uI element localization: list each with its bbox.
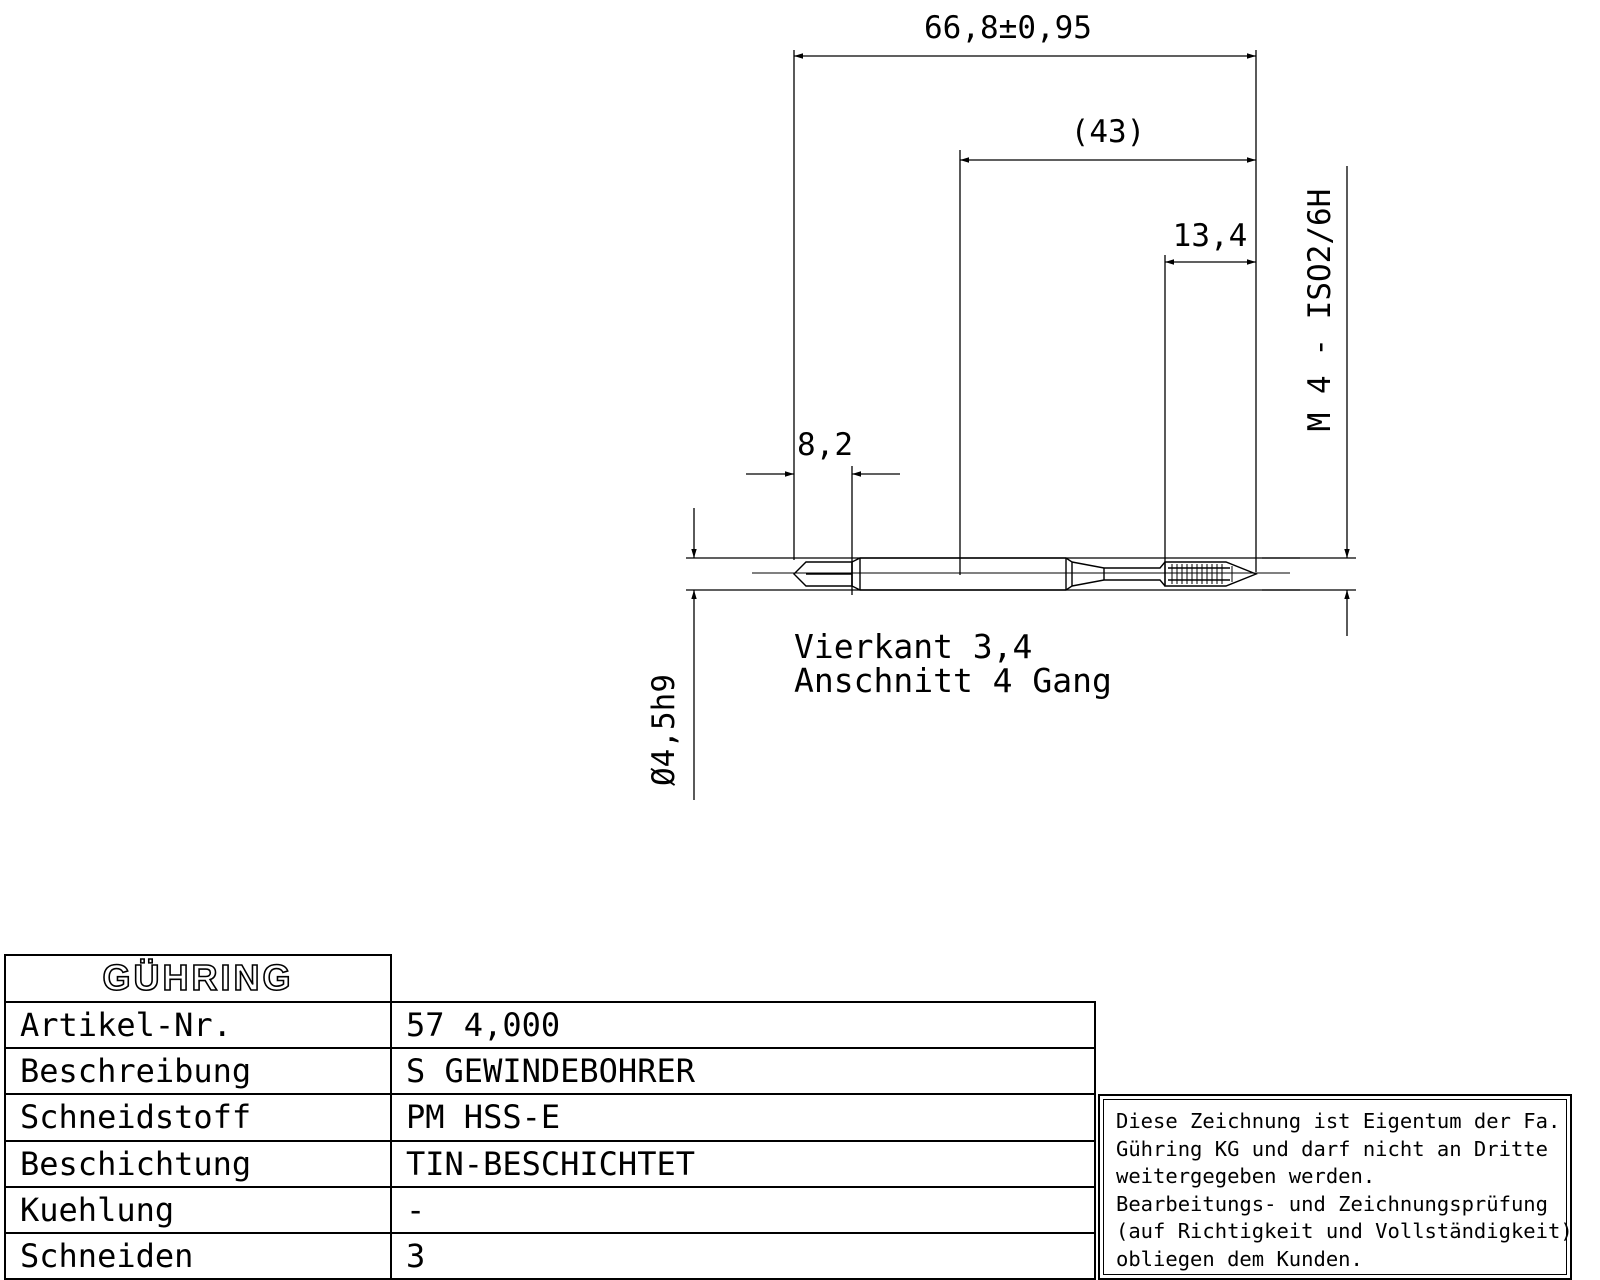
notice-line: (auf Richtigkeit und Vollständigkeit) — [1116, 1219, 1573, 1243]
row-label-cooling: Kuehlung — [4, 1185, 392, 1234]
logo-row-blank — [390, 955, 1095, 1004]
notice-line: Bearbeitungs- und Zeichnungsprüfung — [1116, 1191, 1548, 1216]
notice-line: weitergegeben werden. — [1116, 1164, 1376, 1188]
note-chamfer: Anschnitt 4 Gang — [794, 661, 1112, 700]
square-length-label: 8,2 — [797, 427, 853, 463]
row-value-coating: TIN-BESCHICHTET — [390, 1139, 1096, 1188]
overall-length-label: 66,8±0,95 — [924, 10, 1092, 46]
row-value-description: S GEWINDEBOHRER — [390, 1047, 1096, 1096]
tap-outline — [752, 557, 1290, 591]
row-label-description: Beschreibung — [4, 1047, 392, 1096]
notice-line: obliegen dem Kunden. — [1116, 1246, 1363, 1271]
row-label-article: Artikel-Nr. — [4, 1001, 392, 1050]
row-value-material: PM HSS-E — [390, 1093, 1096, 1142]
ownership-notice-box: Diese Zeichnung ist Eigentum der Fa. Güh… — [1098, 1094, 1573, 1280]
guehring-logo: GÜHRING — [102, 957, 294, 999]
row-value-cooling: - — [390, 1185, 1096, 1234]
table-row: Artikel-Nr. 57 4,000 — [4, 1001, 1096, 1050]
shank-to-tip-label: (43) — [1071, 114, 1146, 150]
title-block-logo-row: GÜHRING — [4, 953, 1095, 1004]
table-row: Kuehlung - — [4, 1185, 1096, 1234]
notice-line: Gühring KG und darf nicht an Dritte — [1116, 1136, 1548, 1161]
dimension-lines — [691, 53, 1350, 800]
table-row: Beschichtung TIN-BESCHICHTET — [4, 1139, 1096, 1188]
note-square: Vierkant 3,4 — [794, 627, 1032, 666]
row-label-material: Schneidstoff — [4, 1093, 392, 1142]
technical-drawing: 66,8±0,95 (43) 13,4 8,2 M 4 - ISO2/6H Ø4… — [646, 10, 1356, 800]
row-label-flutes: Schneiden — [4, 1231, 392, 1280]
row-value-flutes: 3 — [390, 1231, 1096, 1280]
logo-cell: GÜHRING — [4, 953, 392, 1004]
row-value-article: 57 4,000 — [390, 1001, 1096, 1050]
table-row: Schneiden 3 — [4, 1231, 1096, 1280]
shank-diameter-label: Ø4,5h9 — [646, 674, 682, 786]
thread-length-label: 13,4 — [1173, 218, 1248, 254]
table-row: Beschreibung S GEWINDEBOHRER — [4, 1047, 1096, 1096]
row-label-coating: Beschichtung — [4, 1139, 392, 1188]
title-block: GÜHRING Artikel-Nr. 57 4,000 Beschreibun… — [4, 953, 1096, 1280]
extension-lines — [686, 50, 1356, 595]
ownership-notice-inner: Diese Zeichnung ist Eigentum der Fa. Güh… — [1103, 1099, 1573, 1275]
notice-line: Diese Zeichnung ist Eigentum der Fa. — [1116, 1109, 1561, 1133]
thread-spec-label: M 4 - ISO2/6H — [1302, 189, 1338, 432]
table-row: Schneidstoff PM HSS-E — [4, 1093, 1096, 1142]
